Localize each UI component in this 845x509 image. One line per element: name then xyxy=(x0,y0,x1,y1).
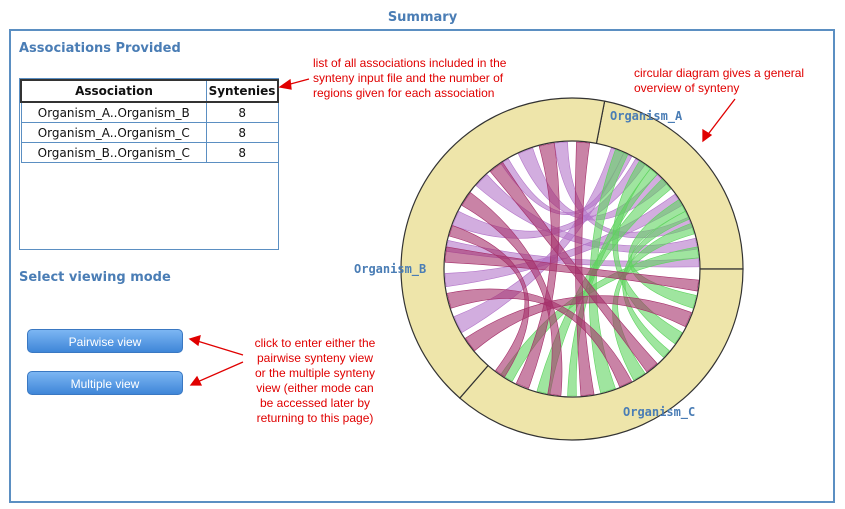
ribbon-a-c[interactable] xyxy=(567,168,658,397)
table-row[interactable]: Organism_A..Organism_B 8 xyxy=(20,101,279,123)
diagram-note-arrow xyxy=(705,98,736,138)
multiple-note-arrow xyxy=(194,361,244,384)
table-header-row: Association Syntenies xyxy=(20,79,279,103)
associations-table-container: Association Syntenies Organism_A..Organi… xyxy=(19,78,279,250)
ribbon-b-c[interactable] xyxy=(574,141,595,397)
arrow-head-icon xyxy=(278,78,292,90)
association-cell: Organism_B..Organism_C xyxy=(20,142,207,163)
organism-ring xyxy=(400,97,744,441)
annotation-arrows xyxy=(188,78,736,386)
pairwise-note-arrow xyxy=(193,339,244,356)
column-header-syntenies[interactable]: Syntenies xyxy=(206,79,279,103)
ribbon-a-c[interactable] xyxy=(622,210,690,358)
organism-segment-b[interactable] xyxy=(400,97,606,399)
table-annotation: list of all associations included in the… xyxy=(313,56,506,101)
ribbon-b-c[interactable] xyxy=(465,295,692,352)
table-row[interactable]: Organism_B..Organism_C 8 xyxy=(20,142,279,163)
synteny-ribbons xyxy=(444,141,700,397)
ribbon-b-c[interactable] xyxy=(461,192,563,396)
associations-heading: Associations Provided xyxy=(19,41,181,56)
association-cell: Organism_A..Organism_C xyxy=(20,122,207,143)
arrow-head-icon xyxy=(188,335,201,347)
ribbon-b-c[interactable] xyxy=(515,142,560,389)
organism-a-label[interactable]: Organism_A xyxy=(610,109,683,124)
pairwise-view-button[interactable]: Pairwise view xyxy=(27,329,183,353)
annotation-line: list of all associations included in the… xyxy=(313,56,507,100)
multiple-view-button[interactable]: Multiple view xyxy=(27,371,183,395)
ribbon-b-c[interactable] xyxy=(446,288,633,388)
ribbon-b-c[interactable] xyxy=(489,162,658,373)
page-title: Summary xyxy=(387,10,458,25)
table-row[interactable]: Organism_A..Organism_C 8 xyxy=(20,122,279,143)
organism-b-label[interactable]: Organism_B xyxy=(354,262,426,277)
associations-table: Association Syntenies Organism_A..Organi… xyxy=(20,79,279,163)
organism-c-label[interactable]: Organism_C xyxy=(623,405,695,420)
column-header-association[interactable]: Association xyxy=(20,79,207,103)
ribbon-a-c[interactable] xyxy=(500,246,699,382)
arrow-head-icon xyxy=(189,375,203,386)
viewing-mode-heading: Select viewing mode xyxy=(19,270,171,285)
arrow-head-icon xyxy=(702,128,713,143)
syntenies-cell: 8 xyxy=(206,142,279,163)
ribbon-b-c[interactable] xyxy=(448,225,530,378)
ribbon-a-c[interactable] xyxy=(588,149,629,394)
